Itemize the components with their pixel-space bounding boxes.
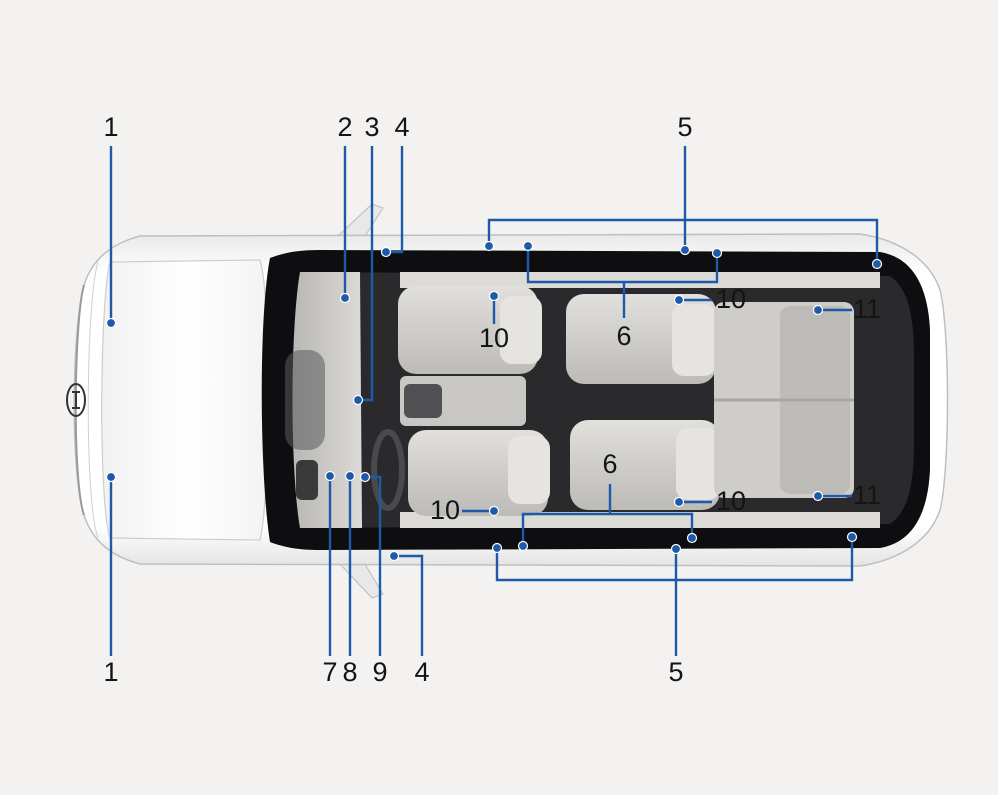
label-1-top: 1 bbox=[103, 112, 118, 142]
label-6-top: 6 bbox=[616, 321, 631, 351]
label-7: 7 bbox=[322, 657, 337, 687]
leader-lines bbox=[105, 146, 883, 656]
label-8: 8 bbox=[342, 657, 357, 687]
label-10-front-right: 10 bbox=[430, 495, 460, 525]
label-10-rear-right: 10 bbox=[716, 486, 746, 516]
label-6-bottom: 6 bbox=[602, 449, 617, 479]
label-1-bottom: 1 bbox=[103, 657, 118, 687]
label-9: 9 bbox=[372, 657, 387, 687]
steering-wheel bbox=[371, 429, 405, 511]
label-5-top: 5 bbox=[677, 112, 692, 142]
label-10-front-left: 10 bbox=[479, 323, 509, 353]
label-2: 2 bbox=[337, 112, 352, 142]
label-5-bottom: 5 bbox=[668, 657, 683, 687]
label-11-left: 11 bbox=[853, 294, 881, 324]
label-4-bottom: 4 bbox=[414, 657, 429, 687]
brand-logo bbox=[66, 383, 86, 417]
callout-labels: 1 1 2 3 4 5 6 6 10 10 10 10 11 11 7 8 9 … bbox=[103, 112, 881, 687]
label-11-right: 11 bbox=[853, 480, 881, 510]
label-4-top: 4 bbox=[394, 112, 409, 142]
seats bbox=[398, 286, 854, 516]
label-10-rear-left: 10 bbox=[716, 284, 746, 314]
label-3: 3 bbox=[364, 112, 379, 142]
